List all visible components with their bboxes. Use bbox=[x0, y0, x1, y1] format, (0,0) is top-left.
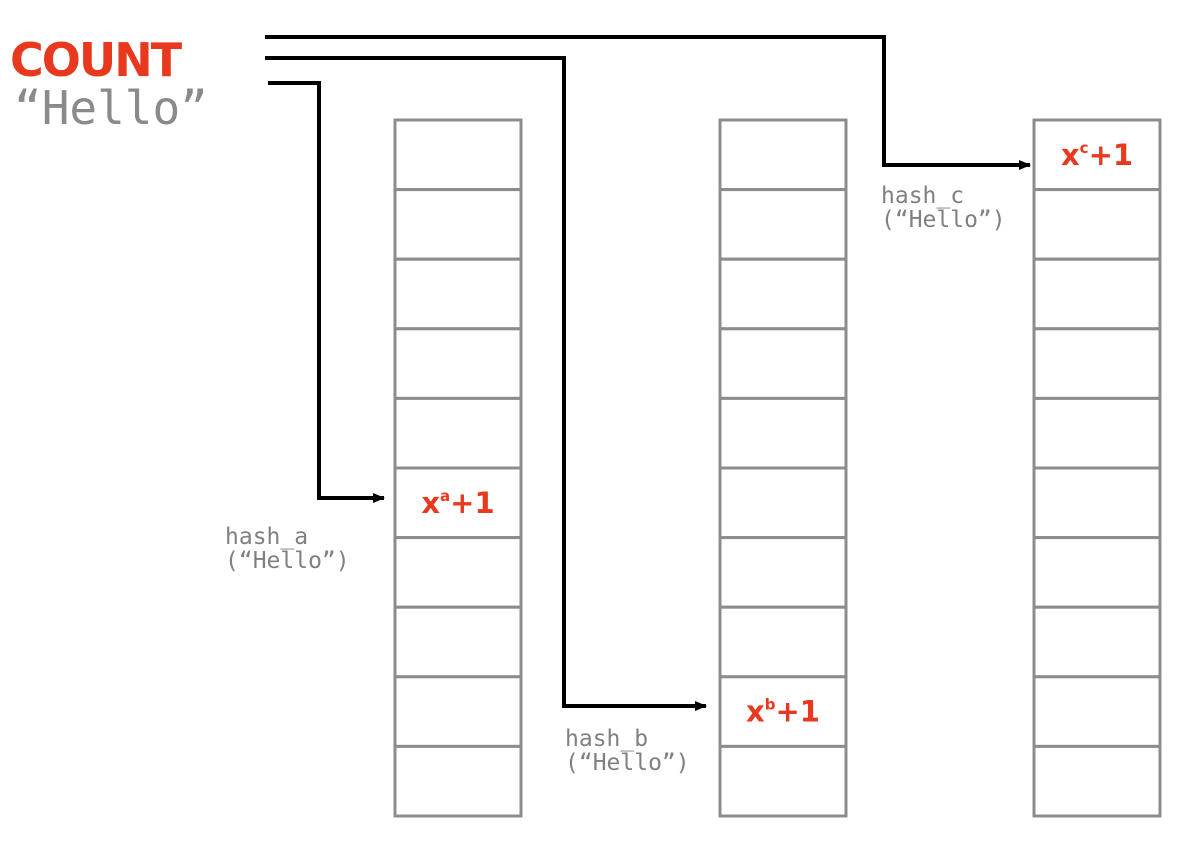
hash-a-pointer-arrow bbox=[268, 81, 385, 503]
hash-b-pointer-arrow bbox=[265, 56, 707, 711]
counter-c-cell-3 bbox=[1032, 327, 1162, 400]
counter-b-cell-3 bbox=[718, 327, 848, 400]
counter-b-cell-5 bbox=[718, 466, 848, 540]
counter-array-b: xb+1 bbox=[718, 118, 848, 818]
hash-labels: hash_a (“Hello”) hash_b (“Hello”) hash_c… bbox=[225, 183, 1006, 776]
counter-a-cell-5 bbox=[393, 466, 523, 540]
counter-a-value-base: x bbox=[421, 486, 440, 520]
counter-c-incremented-value: xc+1 bbox=[1061, 138, 1133, 172]
hash-a-label: hash_a (“Hello”) bbox=[225, 524, 350, 574]
counter-a-cell-9 bbox=[393, 744, 523, 818]
counter-c-cell-4 bbox=[1032, 396, 1162, 470]
counter-array-c: xc+1 bbox=[1032, 118, 1162, 818]
counter-b-cell-7 bbox=[718, 605, 848, 679]
counter-array-a: xa+1 bbox=[393, 118, 523, 818]
hash-c-label: hash_c (“Hello”) bbox=[881, 183, 1006, 233]
counter-c-cell-0 bbox=[1032, 118, 1162, 192]
hash-c-label-name: hash_c bbox=[881, 183, 964, 209]
hash-a-label-name: hash_a bbox=[225, 524, 308, 550]
counter-c-cell-5 bbox=[1032, 466, 1162, 540]
counter-b-incremented-value: xb+1 bbox=[746, 695, 820, 729]
counter-a-cell-6 bbox=[393, 536, 523, 609]
hash-c-label-arg: (“Hello”) bbox=[881, 207, 1006, 233]
counter-b-cell-8 bbox=[718, 675, 848, 748]
counter-a-value-superscript: a bbox=[440, 487, 450, 505]
counter-b-cell-6 bbox=[718, 536, 848, 609]
hash-pointer-lines bbox=[265, 35, 1031, 711]
counter-c-cell-6 bbox=[1032, 536, 1162, 609]
counter-b-cell-1 bbox=[718, 188, 848, 261]
counter-a-cell-8 bbox=[393, 675, 523, 748]
counter-b-cell-2 bbox=[718, 257, 848, 331]
counter-a-incremented-value: xa+1 bbox=[421, 486, 494, 520]
counter-a-cell-1 bbox=[393, 188, 523, 261]
hash-b-label-arg: (“Hello”) bbox=[565, 750, 690, 776]
counter-a-cell-0 bbox=[393, 118, 523, 192]
counter-b-cell-0 bbox=[718, 118, 848, 192]
counter-c-value-increment: +1 bbox=[1089, 138, 1133, 172]
hash-b-label-name: hash_b bbox=[565, 726, 648, 752]
counter-c-cell-1 bbox=[1032, 188, 1162, 261]
counter-b-value-increment: +1 bbox=[775, 695, 819, 729]
counter-c-value-superscript: c bbox=[1080, 139, 1089, 157]
counter-c-cell-7 bbox=[1032, 605, 1162, 679]
counter-a-cell-3 bbox=[393, 327, 523, 400]
operation-key: “Hello” bbox=[14, 81, 208, 135]
counter-b-value-superscript: b bbox=[765, 696, 776, 714]
hash-c-pointer-arrow bbox=[265, 35, 1031, 170]
counter-b-cell-4 bbox=[718, 396, 848, 470]
counter-c-cell-2 bbox=[1032, 257, 1162, 331]
counter-a-cell-2 bbox=[393, 257, 523, 331]
counter-c-cell-9 bbox=[1032, 744, 1162, 818]
hash-b-label: hash_b (“Hello”) bbox=[565, 726, 690, 776]
counter-a-cell-7 bbox=[393, 605, 523, 679]
counter-b-cell-9 bbox=[718, 744, 848, 818]
counter-a-cell-4 bbox=[393, 396, 523, 470]
counter-b-value-base: x bbox=[746, 695, 765, 729]
counter-c-value-base: x bbox=[1061, 138, 1080, 172]
operation-title: COUNT bbox=[10, 33, 183, 87]
hash-a-label-arg: (“Hello”) bbox=[225, 548, 350, 574]
counter-c-cell-8 bbox=[1032, 675, 1162, 748]
counter-a-value-increment: +1 bbox=[450, 486, 494, 520]
